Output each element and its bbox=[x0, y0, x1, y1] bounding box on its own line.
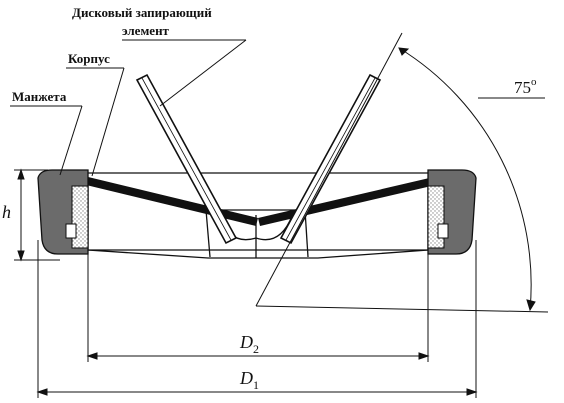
label-cuff: Манжета bbox=[12, 89, 67, 104]
seal-membranes bbox=[70, 173, 452, 226]
label-d2: D2 bbox=[239, 332, 259, 356]
valve-body bbox=[70, 172, 452, 259]
label-h: h bbox=[2, 202, 11, 222]
dimension-d2 bbox=[86, 254, 430, 362]
cuff-right bbox=[427, 169, 477, 255]
label-disc-element-line1: Дисковый запирающий bbox=[72, 5, 212, 20]
label-body: Корпус bbox=[68, 51, 110, 66]
label-d1: D1 bbox=[239, 368, 259, 392]
dimension-d1 bbox=[36, 240, 478, 398]
cuff-left bbox=[37, 169, 89, 255]
label-d2-main: D bbox=[239, 332, 253, 352]
disc-right bbox=[279, 73, 382, 245]
label-angle-unit: o bbox=[531, 76, 537, 88]
label-d2-sub: 2 bbox=[253, 342, 259, 356]
label-d1-main: D bbox=[239, 368, 253, 388]
leader-lines bbox=[10, 39, 247, 177]
disc-left bbox=[135, 73, 238, 245]
label-d1-sub: 1 bbox=[253, 378, 259, 392]
angle-construction bbox=[255, 32, 549, 313]
label-disc-element-line2: элемент bbox=[122, 23, 170, 38]
label-angle-value: 75 bbox=[514, 78, 531, 97]
label-angle: 75o bbox=[514, 76, 537, 97]
dimension-h bbox=[14, 168, 60, 262]
